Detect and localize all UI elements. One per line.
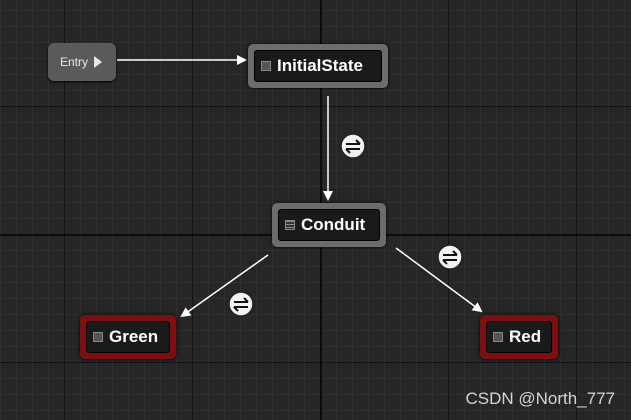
entry-node[interactable]: Entry [48,43,116,81]
state-node-initial[interactable]: InitialState [248,44,388,88]
state-name: InitialState [277,56,363,75]
state-node-green[interactable]: Green [80,315,176,359]
conduit-name: Conduit [301,215,366,234]
conduit-node-body: Conduit [278,209,380,241]
state-name: Green [109,327,159,346]
wire-conduit-to-red[interactable] [395,247,483,313]
conduit-lines-icon [285,220,295,230]
watermark: CSDN @North_777 [465,389,615,408]
entry-label: Entry [60,55,89,69]
transition-arrows-icon[interactable] [340,133,366,159]
conduit-node[interactable]: Conduit [272,203,386,247]
wire-conduit-to-green[interactable] [180,254,269,318]
state-node-red[interactable]: Red [480,315,558,359]
state-node-body: Green [86,321,170,353]
state-square-icon [93,332,103,342]
transition-arrows-icon[interactable] [437,244,463,270]
transition-arrows-icon[interactable] [228,291,254,317]
state-square-icon [261,61,271,71]
state-node-body: Red [486,321,552,353]
state-node-body: InitialState [254,50,382,82]
pin-triangle-icon[interactable] [94,56,103,68]
state-square-icon [493,332,503,342]
state-name: Red [509,327,542,346]
